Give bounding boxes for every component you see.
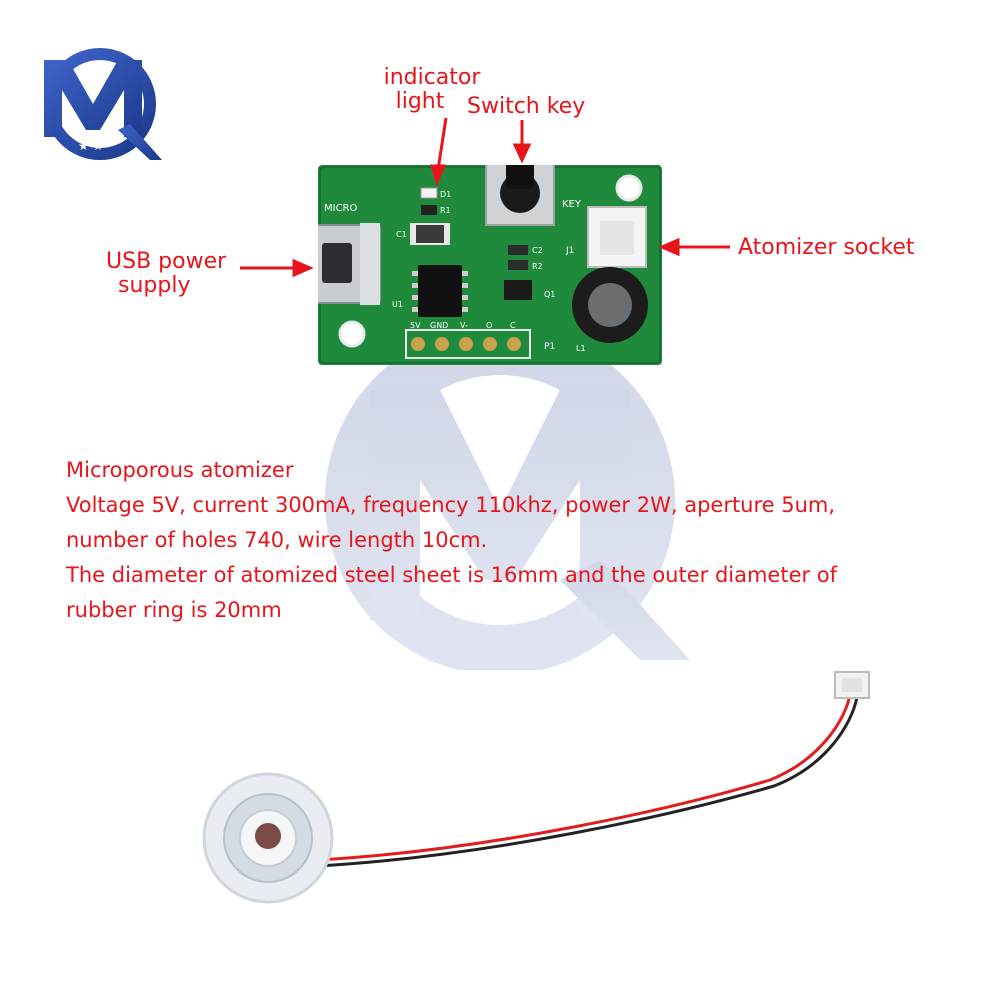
svg-text:★: ★ [96, 132, 105, 143]
silk-pin-o: O [486, 321, 492, 330]
spec-block: Microporous atomizer Voltage 5V, current… [66, 453, 837, 628]
silk-c2: C2 [532, 246, 543, 255]
spec-line-3: number of holes 740, wire length 10cm. [66, 528, 488, 552]
silk-key: KEY [562, 199, 582, 210]
spec-line-5: rubber ring is 20mm [66, 598, 282, 622]
silk-r1: R1 [440, 206, 451, 215]
black-wire [317, 696, 859, 868]
usb-label-line1: USB power [106, 249, 227, 274]
spec-line-1: Microporous atomizer [66, 458, 294, 482]
silk-pin-v: V- [460, 321, 468, 330]
usb-power-label: USB power supply [106, 250, 226, 298]
silk-u1: U1 [392, 300, 403, 309]
silk-r2: R2 [532, 262, 543, 271]
indicator-arrow-head [429, 164, 447, 187]
switch-key-label: Switch key [467, 94, 586, 119]
indicator-light-label: indicator light [377, 66, 487, 114]
indicator-label-line2: light [395, 89, 445, 114]
silk-c1: C1 [396, 230, 407, 239]
atomizer-disc-photo [202, 671, 870, 904]
atomizer-socket-label: Atomizer socket [738, 235, 915, 260]
silk-q1: Q1 [544, 290, 555, 299]
atomizer-center [255, 823, 281, 849]
indicator-label-line1: indicator [383, 65, 481, 90]
usb-label-line2: supply [118, 273, 191, 298]
silk-j1: J1 [565, 246, 574, 256]
pcb-board: MICRO KEY D1 R1 C1 C2 R2 J1 Q1 U1 L1 P1 … [318, 165, 662, 365]
silk-pin-5v: 5V [410, 321, 421, 330]
indicator-arrow-line [436, 117, 448, 171]
usb-arrow-head [292, 258, 314, 278]
silk-pin-gnd: GND [430, 321, 448, 330]
callout-arrows [240, 117, 730, 278]
switch-arrow-head [512, 143, 532, 164]
silk-pin-c: C [510, 321, 516, 330]
red-wire [317, 694, 852, 862]
brand-logo: ★ ★ ★ [44, 48, 162, 160]
silk-p1: P1 [544, 342, 555, 352]
svg-text:★ ★: ★ ★ [78, 139, 103, 153]
silk-l1: L1 [576, 344, 586, 353]
silk-micro: MICRO [324, 203, 358, 214]
socket-arrow-head [658, 237, 680, 257]
spec-line-2: Voltage 5V, current 300mA, frequency 110… [66, 493, 836, 517]
silk-d1: D1 [440, 190, 451, 199]
spec-line-4: The diameter of atomized steel sheet is … [66, 563, 838, 587]
